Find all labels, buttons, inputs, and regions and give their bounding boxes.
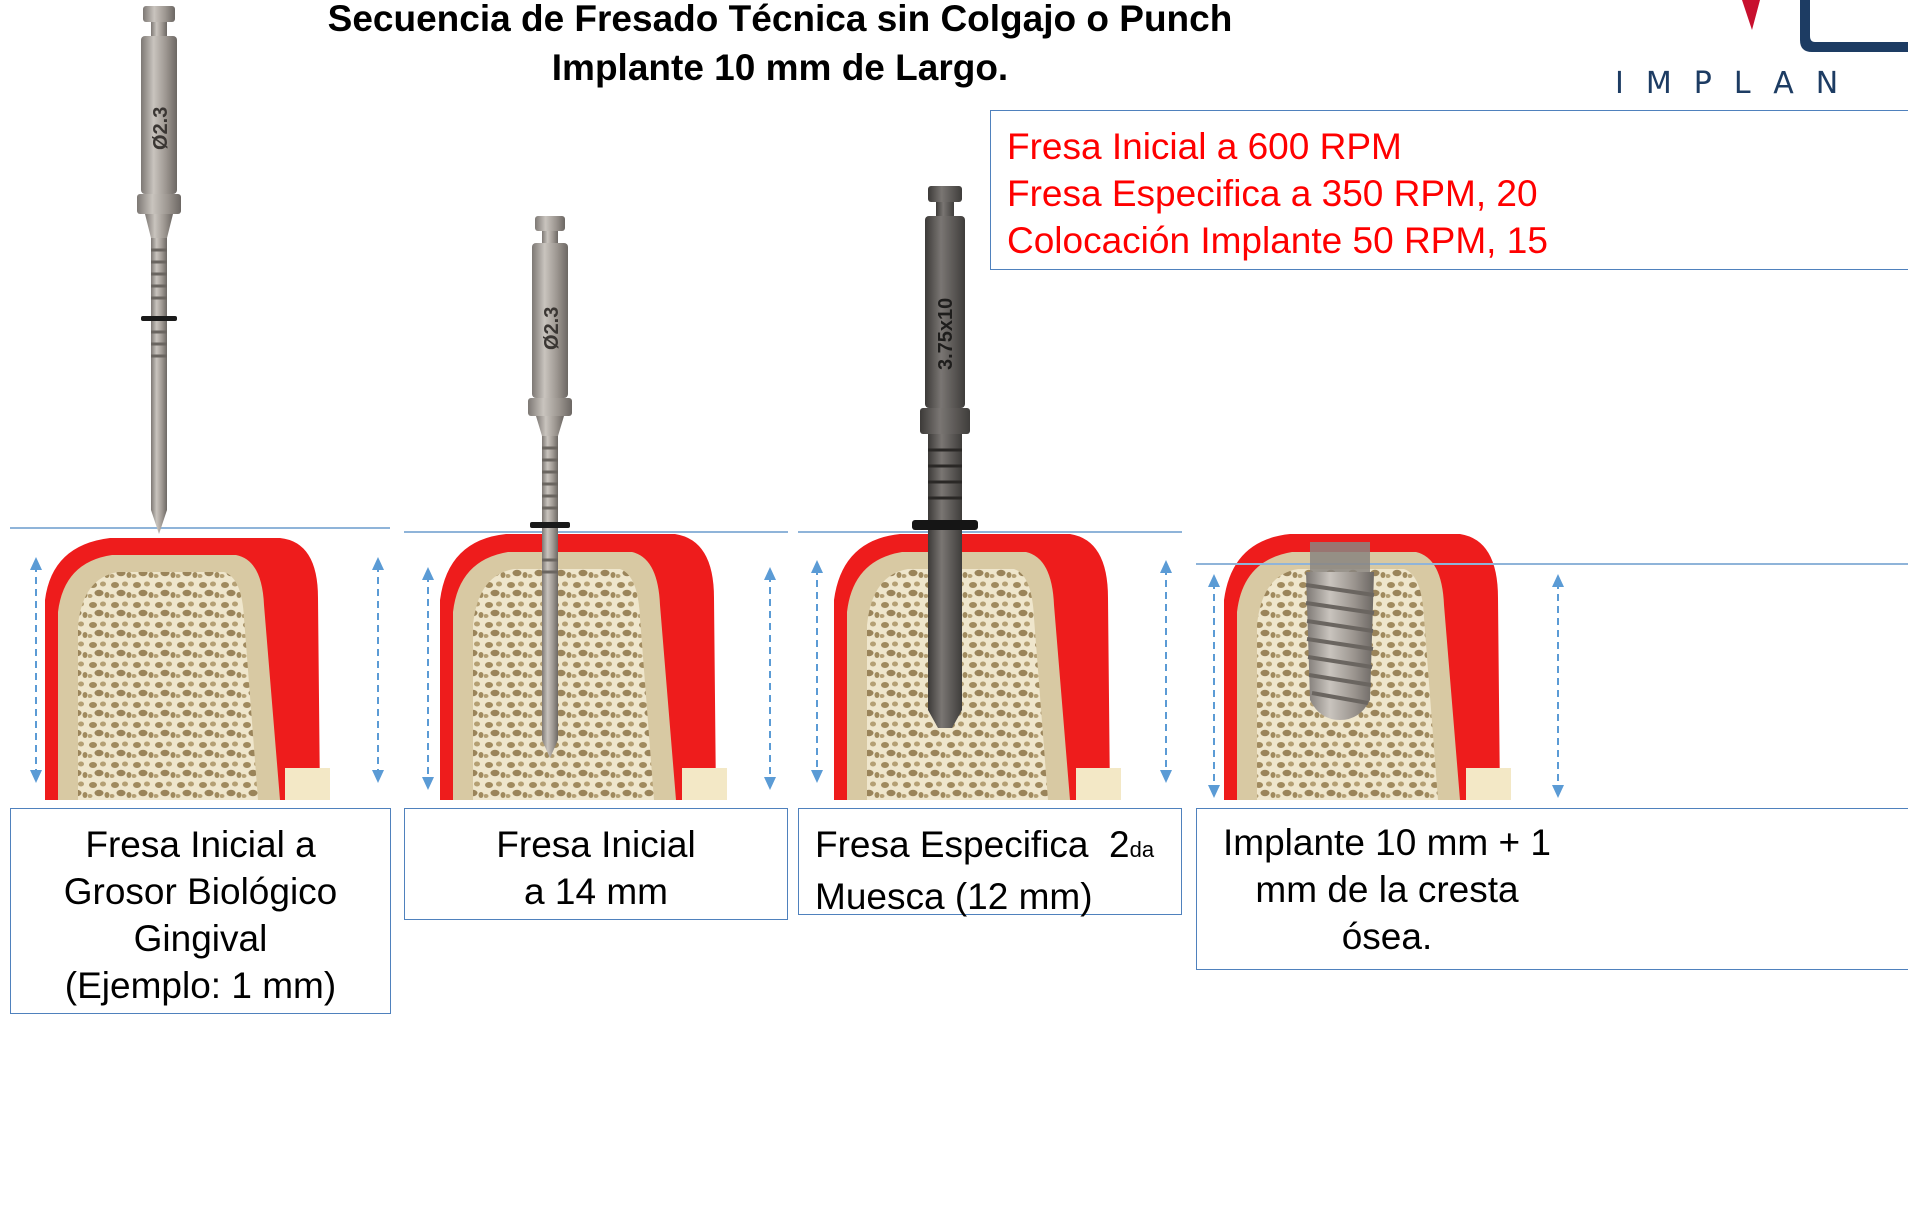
implant: [1305, 542, 1375, 720]
step-1-caption: Fresa Inicial a Grosor Biológico Gingiva…: [10, 808, 391, 1014]
step-4-line: Implante 10 mm + 1: [1222, 822, 1551, 863]
drill-1-engraving: Ø2.3: [150, 107, 172, 150]
drill-2: [528, 216, 572, 758]
panel-2-bone: [440, 534, 727, 800]
drill-1: [137, 6, 181, 534]
step-3-caption: Fresa Especifica 2da Muesca (12 mm): [798, 808, 1182, 917]
rpm-line-3: Colocación Implante 50 RPM, 15: [1007, 220, 1548, 261]
step-1-line: Fresa Inicial a: [85, 824, 316, 865]
step-1-line: Gingival: [133, 918, 268, 959]
logo-emblem: [1742, 0, 1908, 52]
step-1-line: Grosor Biológico: [63, 871, 338, 912]
rpm-line-2: Fresa Especifica a 350 RPM, 20: [1007, 173, 1538, 214]
drill-3: [912, 186, 978, 728]
panel-3-bone: [834, 534, 1121, 800]
panel-1-bone: [45, 538, 330, 800]
step-2-line: a 14 mm: [524, 871, 668, 912]
step-3-line-2: Muesca (12 mm): [815, 876, 1093, 917]
step-4-text: Implante 10 mm + 1 mm de la cresta ósea.: [1197, 819, 1577, 960]
logo-wordmark: IMPLAN: [1615, 66, 1861, 101]
step-2-caption: Fresa Inicial a 14 mm: [404, 808, 788, 920]
page-title: Secuencia de Fresado Técnica sin Colgajo…: [280, 0, 1280, 92]
step-4-line: mm de la cresta: [1255, 869, 1519, 910]
title-line-2: Implante 10 mm de Largo.: [551, 47, 1009, 88]
drill-2-engraving: Ø2.3: [541, 307, 563, 350]
rpm-info-box: Fresa Inicial a 600 RPM Fresa Especifica…: [990, 110, 1908, 270]
drill-3-engraving: 3.75x10: [935, 298, 957, 370]
step-3-line-1: Fresa Especifica 2da: [815, 821, 1181, 873]
step-2-line: Fresa Inicial: [496, 824, 696, 865]
step-1-line: (Ejemplo: 1 mm): [64, 965, 337, 1006]
step-4-line: ósea.: [1341, 916, 1433, 957]
step-3-line-1-main: Fresa Especifica 2: [815, 824, 1130, 865]
step-4-caption: Implante 10 mm + 1 mm de la cresta ósea.: [1196, 808, 1908, 970]
step-3-superscript: da: [1129, 837, 1155, 862]
rpm-line-1: Fresa Inicial a 600 RPM: [1007, 126, 1402, 167]
title-line-1: Secuencia de Fresado Técnica sin Colgajo…: [327, 0, 1233, 39]
